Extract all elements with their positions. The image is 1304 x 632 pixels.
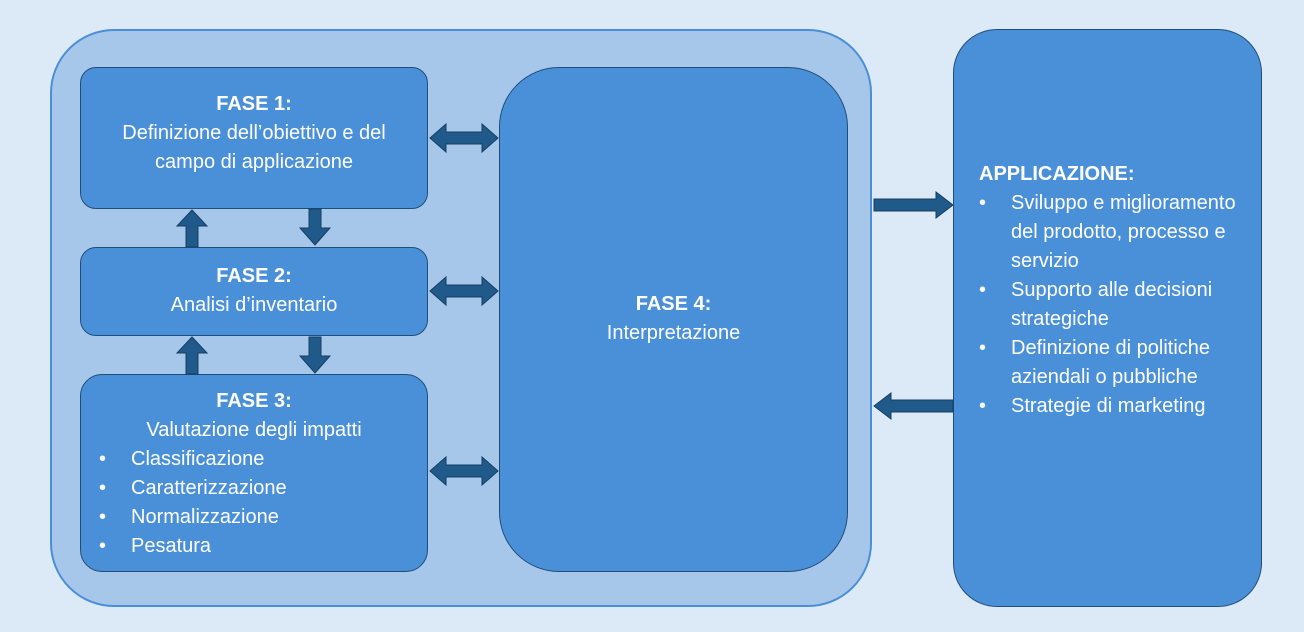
phase-2-title: FASE 2: (216, 265, 292, 287)
bullet-icon: • (99, 477, 107, 499)
bullet-icon: • (979, 337, 987, 359)
phase-4-text: Interpretazione (606, 322, 741, 344)
list-item: •Sviluppo e miglioramento del prodotto, … (979, 189, 1241, 276)
phase-1-title: FASE 1: (216, 93, 292, 115)
bullet-icon: • (979, 279, 987, 301)
phase-1-box: FASE 1: Definizione dell’obiettivo e del… (80, 67, 428, 209)
phase-3-list: •Classificazione •Caratterizzazione •Nor… (99, 445, 427, 561)
list-item: •Normalizzazione (99, 503, 427, 532)
arrow-right-icon (873, 190, 954, 220)
bullet-icon: • (99, 535, 107, 557)
bullet-icon: • (979, 395, 987, 417)
application-title: APPLICAZIONE: (979, 163, 1135, 185)
phase-3-box: FASE 3: Valutazione degli impatti •Class… (80, 374, 428, 572)
bullet-icon: • (99, 506, 107, 528)
list-item: •Supporto alle decisioni strategiche (979, 276, 1241, 334)
list-item: •Pesatura (99, 532, 427, 561)
phase-1-text-line-2: campo di applicazione (155, 151, 353, 173)
phase-4-title: FASE 4: (635, 293, 712, 315)
application-list: •Sviluppo e miglioramento del prodotto, … (979, 189, 1261, 421)
phase-2-box: FASE 2: Analisi d’inventario (80, 247, 428, 336)
list-item: •Caratterizzazione (99, 474, 427, 503)
bullet-icon: • (99, 448, 107, 470)
list-item: •Definizione di politiche aziendali o pu… (979, 334, 1241, 392)
phase-2-text: Analisi d’inventario (170, 294, 338, 316)
list-item: •Strategie di marketing (979, 392, 1241, 421)
phase-1-text-line-1: Definizione dell’obiettivo e del (122, 122, 386, 144)
phase-3-text: Valutazione degli impatti (146, 419, 362, 441)
phase-3-title: FASE 3: (216, 390, 292, 412)
phase-4-box: FASE 4: Interpretazione (499, 67, 848, 572)
arrow-left-icon (873, 391, 954, 421)
application-box: APPLICAZIONE: •Sviluppo e miglioramento … (953, 29, 1262, 607)
bullet-icon: • (979, 192, 987, 214)
list-item: •Classificazione (99, 445, 427, 474)
